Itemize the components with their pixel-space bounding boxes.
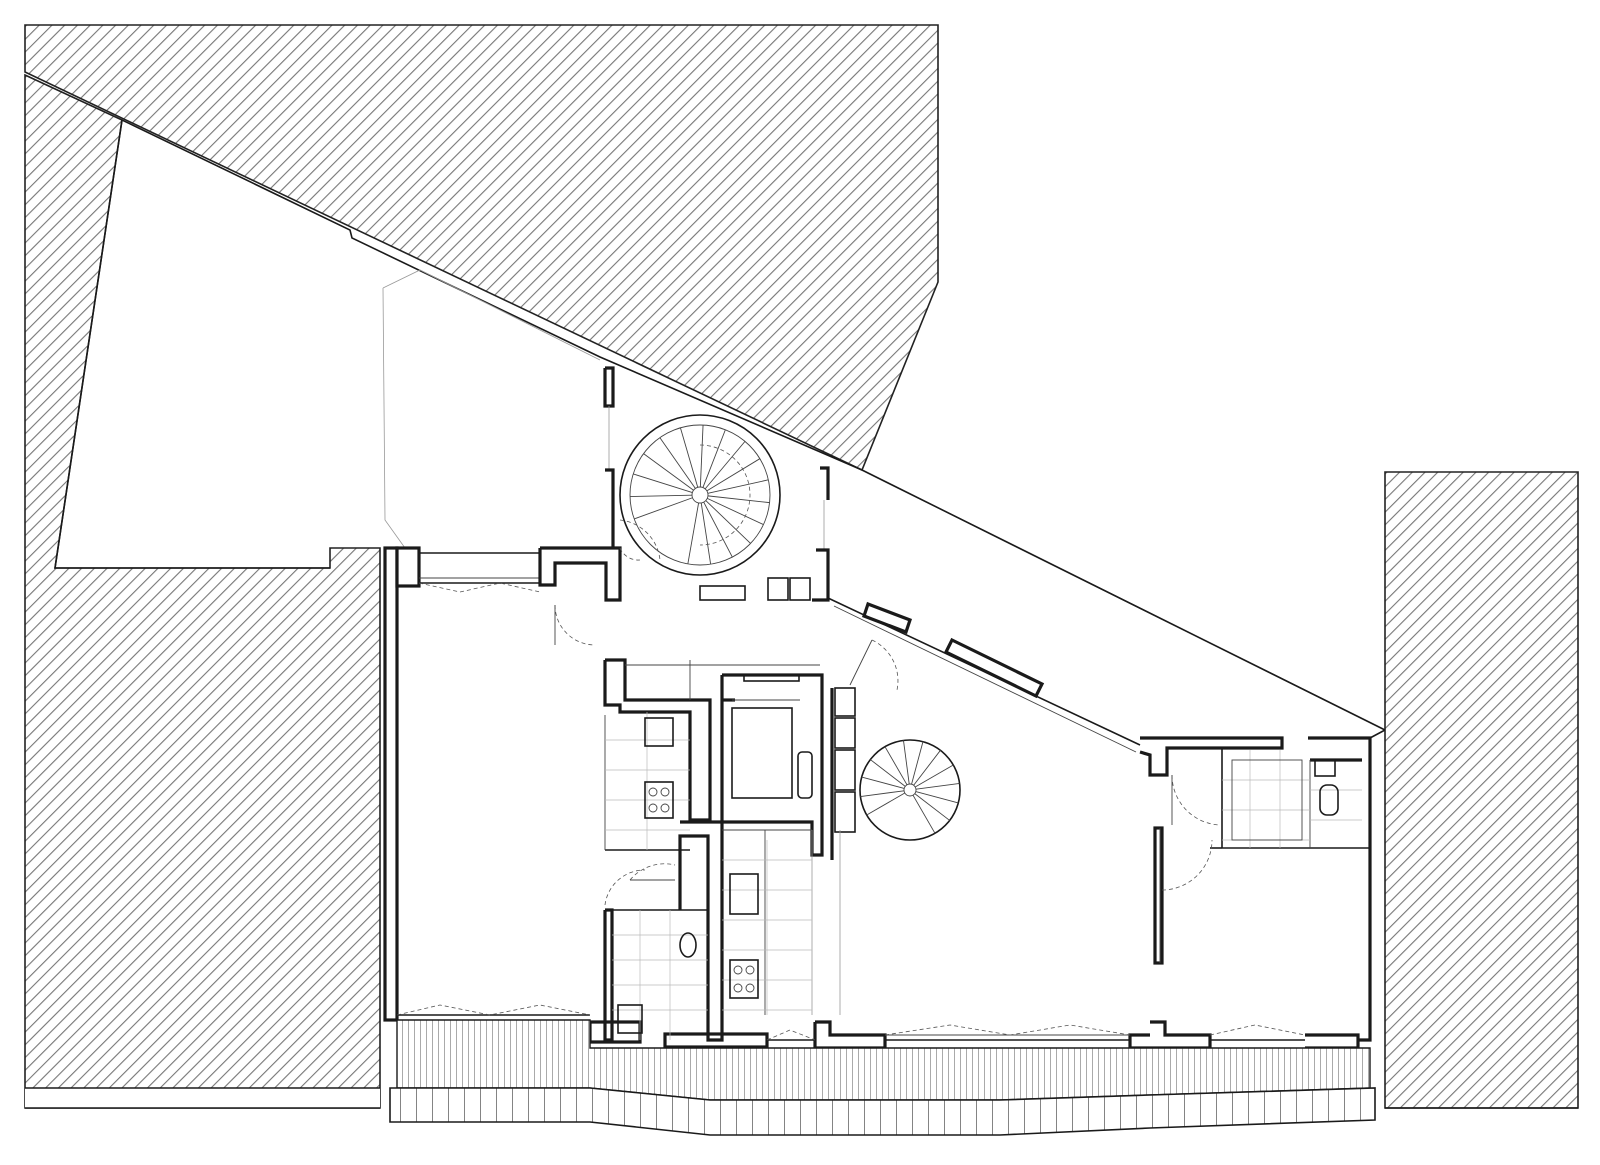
stair-tread	[861, 776, 905, 789]
stair-tread	[702, 429, 726, 488]
kitchen-appliances	[617, 717, 1339, 1034]
doors	[554, 519, 1221, 906]
stair-tread	[903, 740, 910, 785]
neighbour-top-hatch	[24, 24, 939, 472]
stair-tread	[707, 479, 769, 494]
stair-tread	[911, 741, 924, 785]
courtyard-outline	[54, 119, 1386, 731]
exterior-walls	[383, 366, 1386, 1050]
stair-tread	[634, 497, 693, 520]
stair-tread	[860, 790, 905, 797]
stair-tread	[699, 425, 704, 488]
stair-tread	[915, 783, 960, 790]
neighbour-right-hatch	[1384, 471, 1579, 1109]
stair-tread	[705, 500, 751, 544]
stair-tread	[679, 427, 699, 488]
stair-tread	[700, 502, 712, 565]
stair-tread	[914, 793, 950, 821]
stair-tread	[707, 495, 770, 504]
stair-tread	[913, 750, 941, 786]
stair-tread	[866, 792, 906, 816]
spiral-staircase-lower	[859, 739, 961, 841]
interior-walls	[603, 658, 1370, 1042]
floor-tiles	[605, 712, 1362, 1040]
stair-tread	[915, 791, 959, 804]
stair-tread	[870, 759, 906, 787]
stair-tread	[914, 764, 954, 788]
stair-tread	[884, 746, 908, 786]
stair-tread	[659, 437, 696, 489]
neighbour-left-hatch	[24, 73, 381, 1109]
stair-tread	[912, 794, 936, 834]
spiral-staircase-upper	[619, 414, 781, 576]
window-sashes	[396, 582, 1306, 1041]
stair-tread	[707, 497, 764, 525]
stair-tread	[706, 458, 761, 492]
stair-tread	[630, 494, 693, 497]
stair-tread	[704, 441, 746, 490]
stair-tread	[687, 502, 700, 565]
stair-tread	[643, 453, 694, 491]
stair-tread	[633, 473, 693, 494]
terrace-decking	[389, 1019, 1376, 1136]
stair-tread	[703, 501, 733, 558]
